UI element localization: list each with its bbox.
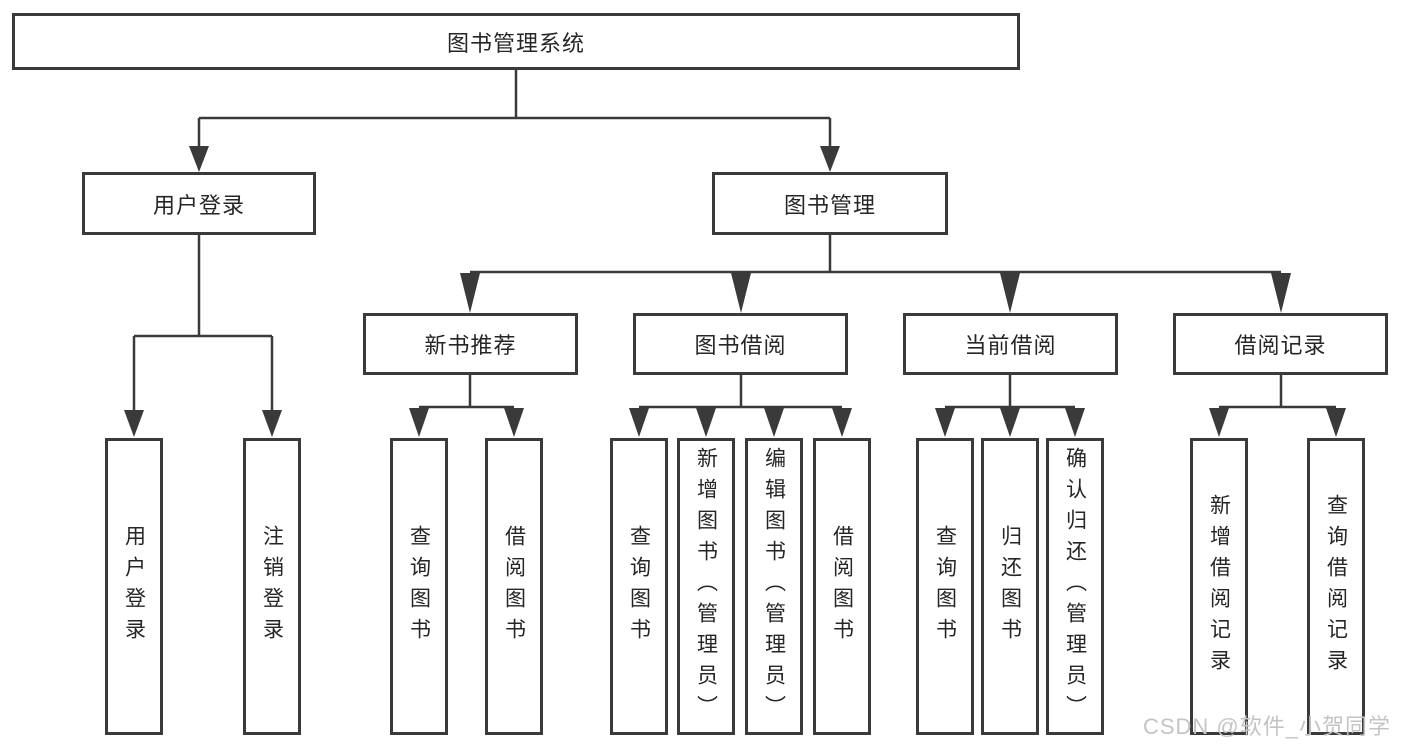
leaf-label: 查询借阅记录 — [1324, 493, 1348, 680]
arrow-down-icon — [460, 273, 480, 313]
leaf-label: 注销登录 — [260, 524, 284, 649]
leaf-label: 用户登录 — [122, 524, 146, 649]
leaf-label: 查询图书 — [407, 524, 431, 649]
node-borrowing-records: 借阅记录 — [1173, 313, 1388, 375]
leaf-label: 借阅图书 — [830, 524, 854, 649]
node-label: 图书借阅 — [694, 333, 787, 358]
connector-root-to-level2 — [197, 70, 832, 148]
leaf-label: 借阅图书 — [502, 524, 526, 649]
leaf-query-books-current: 查询图书 — [916, 438, 974, 735]
arrow-down-icon — [1065, 408, 1085, 437]
node-current-borrowing: 当前借阅 — [903, 313, 1118, 375]
arrow-down-icon — [731, 273, 751, 313]
arrow-down-icon — [1326, 408, 1346, 437]
arrow-down-icon — [1000, 408, 1020, 437]
leaf-borrow-books: 借阅图书 — [813, 438, 871, 735]
leaf-label: 编辑图书（管理员） — [762, 447, 786, 726]
node-root-system: 图书管理系统 — [12, 13, 1020, 70]
node-new-book-recommend: 新书推荐 — [363, 313, 578, 375]
leaf-borrow-books-recommend: 借阅图书 — [485, 438, 543, 735]
node-label: 借阅记录 — [1234, 333, 1327, 358]
node-label: 图书管理系统 — [446, 30, 585, 56]
arrow-down-icon — [1000, 273, 1020, 313]
node-label: 当前借阅 — [964, 333, 1057, 358]
arrow-down-icon — [832, 408, 852, 437]
arrow-down-icon — [696, 408, 716, 437]
csdn-watermark: CSDN @软件_小贺同学 — [1142, 714, 1391, 739]
connector-book-borrow-to-leaves — [639, 375, 842, 409]
connector-new-books-to-leaves — [419, 375, 514, 409]
leaf-label: 归还图书 — [998, 524, 1022, 649]
leaf-label: 查询图书 — [627, 524, 651, 649]
node-user-login: 用户登录 — [82, 172, 316, 235]
leaf-user-login: 用户登录 — [105, 438, 163, 735]
connector-book-mgmt-to-level3 — [470, 235, 1281, 274]
connector-current-borrow-to-leaves — [945, 375, 1075, 409]
arrow-down-icon — [935, 408, 955, 437]
arrow-down-icon — [629, 408, 649, 437]
leaf-label: 新增图书（管理员） — [694, 447, 718, 726]
arrow-down-icon — [764, 408, 784, 437]
arrow-down-icon — [262, 410, 282, 437]
node-label: 新书推荐 — [424, 333, 517, 358]
arrow-down-icon — [504, 408, 524, 437]
leaf-label: 确认归还（管理员） — [1063, 447, 1087, 726]
leaf-edit-books-admin: 编辑图书（管理员） — [745, 438, 803, 735]
leaf-return-books: 归还图书 — [981, 438, 1039, 735]
leaf-query-borrow-record: 查询借阅记录 — [1307, 438, 1365, 735]
arrow-down-icon — [409, 408, 429, 437]
arrow-down-icon — [1209, 408, 1229, 437]
leaf-logout: 注销登录 — [243, 438, 301, 735]
arrow-down-icon — [124, 410, 144, 437]
node-book-management: 图书管理 — [712, 172, 948, 235]
leaf-confirm-return-admin: 确认归还（管理员） — [1046, 438, 1104, 735]
leaf-label: 新增借阅记录 — [1207, 493, 1231, 680]
arrow-down-icon — [1271, 273, 1291, 313]
node-book-borrowing: 图书借阅 — [633, 313, 848, 375]
leaf-add-books-admin: 新增图书（管理员） — [677, 438, 735, 735]
leaf-query-books-borrow: 查询图书 — [610, 438, 668, 735]
connector-user-login-to-leaves — [132, 235, 274, 412]
arrow-down-icon — [820, 146, 840, 172]
node-label: 图书管理 — [783, 192, 876, 218]
leaf-add-borrow-record: 新增借阅记录 — [1190, 438, 1248, 735]
node-label: 用户登录 — [152, 192, 245, 218]
leaf-label: 查询图书 — [933, 524, 957, 649]
arrow-down-icon — [189, 146, 209, 172]
leaf-query-books-recommend: 查询图书 — [390, 438, 448, 735]
connector-borrow-record-to-leaves — [1219, 375, 1336, 409]
